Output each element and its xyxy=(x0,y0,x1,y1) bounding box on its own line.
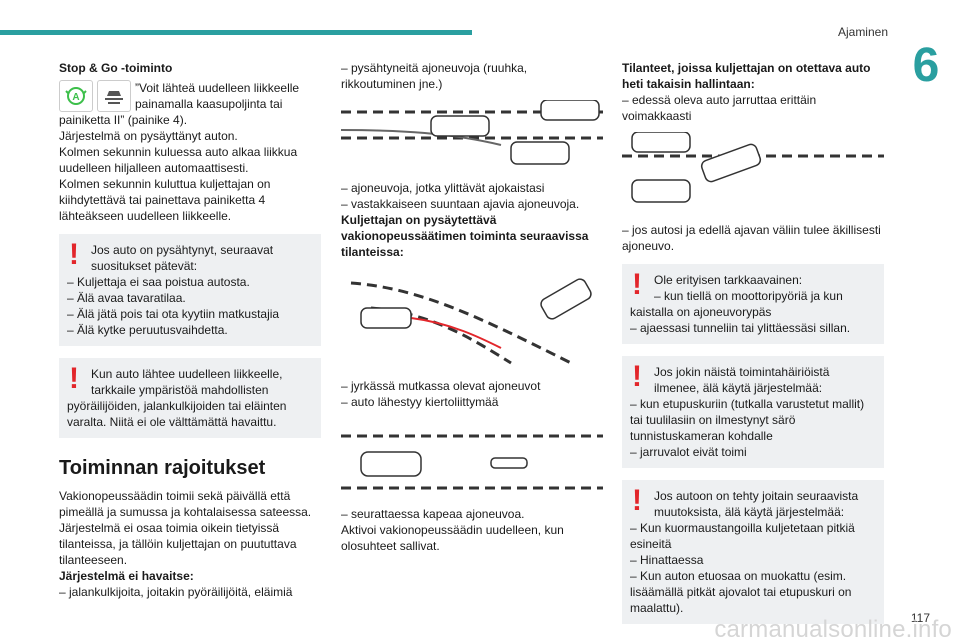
warning-lead: – kun tiellä on moottoripyöriä ja kun xyxy=(654,289,843,303)
intro-line-2: painamalla kaasupoljinta tai xyxy=(135,97,283,111)
warning-box-stopped: ! Jos auto on pysähtynyt, seuraavat suos… xyxy=(59,234,321,346)
warning-lead: suositukset pätevät: xyxy=(91,259,198,273)
warning-box-restart: ! Kun auto lähtee uudelleen liikkeelle, … xyxy=(59,358,321,438)
list-item: – Älä avaa tavaratilaa. xyxy=(67,291,186,305)
limitations-body: Vakionopeussäädin toimii sekä päivällä e… xyxy=(59,489,312,567)
reactivate-text: Aktivoi vakionopeussäädin uudelleen, kun… xyxy=(341,523,564,553)
illustration-stopped-vehicles xyxy=(341,100,603,170)
warning-box-modifications: ! Jos autoon on tehty joitain seuraavist… xyxy=(622,480,884,624)
column-1: Stop & Go -toiminto A ”Voit lähteä uudel… xyxy=(59,60,321,600)
svg-text:A: A xyxy=(72,92,79,103)
chapter-number: 6 xyxy=(912,39,940,92)
list-item: – ajoneuvoja, jotka ylittävät ajokaistas… xyxy=(341,181,545,195)
intro-line-1: ”Voit lähteä uudelleen liikkeelle xyxy=(135,81,300,95)
illustration-hard-braking xyxy=(622,132,884,212)
intro-line-3: painiketta II” (painike 4). xyxy=(59,113,188,127)
list-item: – jarruvalot eivät toimi xyxy=(630,445,747,459)
warning-icon: ! xyxy=(632,268,642,301)
warning-icon: ! xyxy=(69,238,79,271)
watermark: carmanualsonline.info xyxy=(714,616,952,643)
para-2: Kolmen sekunnin kuluessa auto alkaa liik… xyxy=(59,145,298,175)
para-3: Kolmen sekunnin kuluttua kuljettajan on … xyxy=(59,177,271,223)
para-1: Järjestelmä on pysäyttänyt auton. xyxy=(59,129,238,143)
list-item: – vastakkaiseen suuntaan ajavia ajoneuvo… xyxy=(341,197,580,211)
warning-icon: ! xyxy=(69,362,79,395)
warning-icon: ! xyxy=(632,360,642,393)
illustration-sharp-curve xyxy=(341,268,603,368)
warning-box-attention: ! Ole erityisen tarkkaavainen: – kun tie… xyxy=(622,264,884,344)
list-item: – Älä kytke peruutusvaihdetta. xyxy=(67,323,228,337)
list-item: – Kuljettaja ei saa poistua autosta. xyxy=(67,275,250,289)
warning-lead: Jos autoon on tehty joitain seuraavista xyxy=(654,489,859,503)
list-item: – Kun auton etuosaa on muokattu (esim. l… xyxy=(630,569,852,615)
section-title: Ajaminen xyxy=(837,25,888,39)
stop-go-title: Stop & Go -toiminto xyxy=(59,61,173,75)
not-detect-label: Järjestelmä ei havaitse: xyxy=(59,569,194,583)
list-item: – jos autosi ja edellä ajavan väliin tul… xyxy=(622,223,881,253)
warning-lead: Jos jokin näistä toimintahäiriöistä xyxy=(654,365,830,379)
warning-lead: tarkkaile ympäristöä mahdollisten xyxy=(91,383,269,397)
limitations-heading: Toiminnan rajoitukset xyxy=(59,457,266,479)
warning-lead: Ole erityisen tarkkaavainen: xyxy=(654,273,803,287)
warning-icon: ! xyxy=(632,484,642,517)
list-item: – Älä jätä pois tai ota kyytiin matkusta… xyxy=(67,307,280,321)
list-item: – seurattaessa kapeaa ajoneuvoa. xyxy=(341,507,525,521)
header-accent-bar xyxy=(0,30,472,35)
list-item: – edessä oleva auto jarruttaa erittäin v… xyxy=(622,93,817,123)
page-number: 117 xyxy=(910,611,930,625)
list-item: – Hinattaessa xyxy=(630,553,704,567)
list-item: – pysähtyneitä ajoneuvoja (ruuhka, rikko… xyxy=(341,61,528,91)
warning-lead: muutoksista, älä käytä järjestelmää: xyxy=(654,505,845,519)
illustration-narrow-vehicle xyxy=(341,424,603,496)
list-item: – jyrkässä mutkassa olevat ajoneuvot xyxy=(341,379,541,393)
cruise-control-green-icon: A xyxy=(59,80,93,112)
column-3: Tilanteet, joissa kuljettajan on otettav… xyxy=(622,60,884,636)
list-item: – auto lähestyy kiertoliittymää xyxy=(341,395,499,409)
warning-text: kaistalla on ajoneuvorypäs xyxy=(630,305,772,319)
list-item: – jalankulkijoita, joitakin pyöräilijöit… xyxy=(59,585,293,599)
takeover-heading: Tilanteet, joissa kuljettajan on otettav… xyxy=(622,61,871,91)
warning-box-malfunction: ! Jos jokin näistä toimintahäiriöistä il… xyxy=(622,356,884,468)
warning-lead: ilmenee, älä käytä järjestelmää: xyxy=(654,381,823,395)
driver-stop-heading: Kuljettajan on pysäytettävä vakionopeuss… xyxy=(341,213,589,259)
list-item: – ajaessasi tunneliin tai ylittäessäsi s… xyxy=(630,321,851,335)
list-item: – kun etupuskuriin (tutkalla varustetut … xyxy=(630,397,865,443)
list-item: – Kun kuormaustangoilla kuljetetaan pitk… xyxy=(630,521,855,551)
warning-lead: Kun auto lähtee uudelleen liikkeelle, xyxy=(91,367,283,381)
column-2: – pysähtyneitä ajoneuvoja (ruuhka, rikko… xyxy=(341,60,603,554)
warning-lead: Jos auto on pysähtynyt, seuraavat xyxy=(91,243,274,257)
follow-vehicle-icon xyxy=(97,80,131,112)
warning-text: pyöräilijöiden, jalankulkijoiden tai elä… xyxy=(67,399,287,429)
